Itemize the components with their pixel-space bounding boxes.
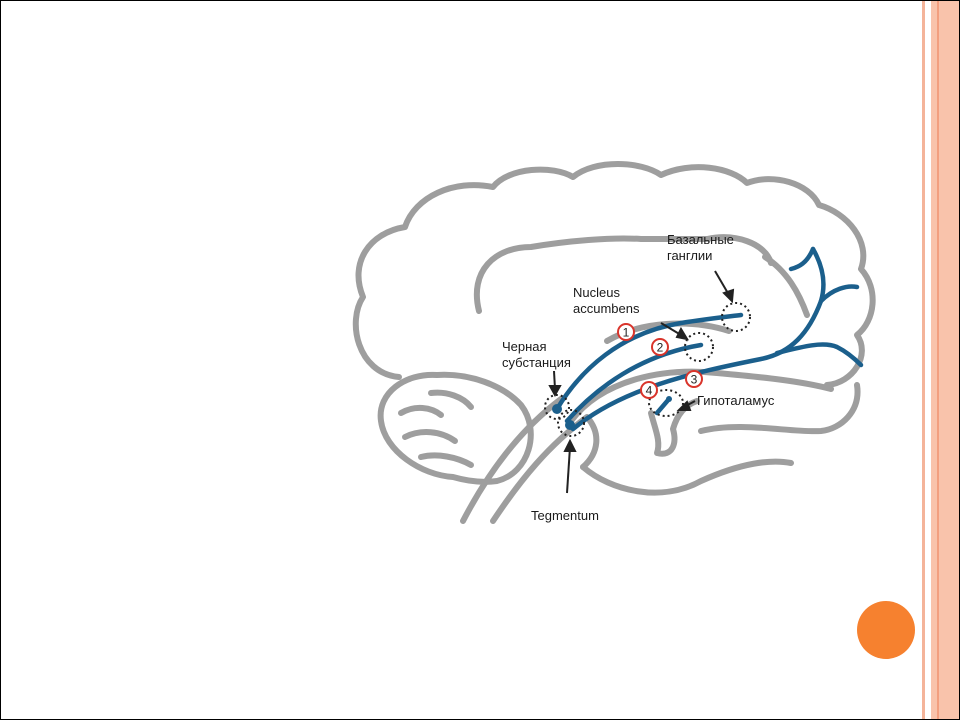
marker-4-text: 4	[646, 384, 653, 398]
pons	[580, 458, 794, 496]
pathway-3-branch-tip	[788, 246, 816, 272]
label-basal-ganglia: Базальные ганглии	[667, 232, 734, 263]
marker-1-text: 1	[623, 326, 630, 340]
pathway-1-nigrostriatal	[554, 312, 744, 412]
label-hypothalamus: Гипоталамус	[697, 393, 775, 408]
hypothalamus-region	[648, 389, 684, 417]
tegmentum-nucleus	[565, 420, 575, 430]
accent-circle	[857, 601, 915, 659]
decorative-stripe-thin	[922, 1, 925, 719]
tegmentum-region	[557, 409, 585, 437]
marker-3-text: 3	[691, 373, 698, 387]
pathway-marker-2: 2	[651, 338, 669, 356]
hypothalamus-stalk	[648, 398, 700, 457]
pathway-marker-1: 1	[617, 323, 635, 341]
cortex-fold-right	[762, 254, 810, 318]
cerebellum-outline	[377, 371, 534, 485]
label-substantia-nigra: Черная субстанция	[502, 339, 571, 370]
pathway-markers: 1 2 3 4	[617, 323, 703, 399]
pathway-marker-4: 4	[640, 381, 658, 399]
hypothalamus-nucleus	[666, 396, 672, 402]
cortex-inner-fold	[473, 234, 774, 314]
substantia-nigra-region	[544, 394, 570, 420]
pathway-marker-3: 3	[685, 370, 703, 388]
label-nucleus-accumbens: Nucleus accumbens	[573, 285, 640, 316]
temporal-lower	[698, 382, 861, 435]
cerebrum-outline	[352, 161, 876, 388]
substantia-nigra-nucleus	[552, 404, 562, 414]
nucleus-accumbens-region	[684, 332, 714, 362]
marker-2-text: 2	[657, 341, 664, 355]
decorative-stripe-wide	[931, 1, 959, 719]
pathway-3-branch-upper	[818, 284, 860, 304]
nuclei	[544, 302, 751, 437]
basal-ganglia-region	[721, 302, 751, 332]
pathway-3-branch-lower	[774, 342, 864, 368]
decorative-stripe-line	[937, 1, 939, 719]
corpus-callosum	[568, 368, 834, 424]
pathway-4-tuberoinfundibular	[654, 396, 672, 416]
label-arrows	[548, 270, 735, 494]
pathway-2-mesolimbic	[564, 342, 704, 424]
pathway-3-mesocortical	[570, 246, 826, 432]
label-tegmentum: Tegmentum	[531, 508, 599, 523]
dopamine-pathways	[554, 246, 864, 432]
brainstem-left	[460, 396, 564, 524]
